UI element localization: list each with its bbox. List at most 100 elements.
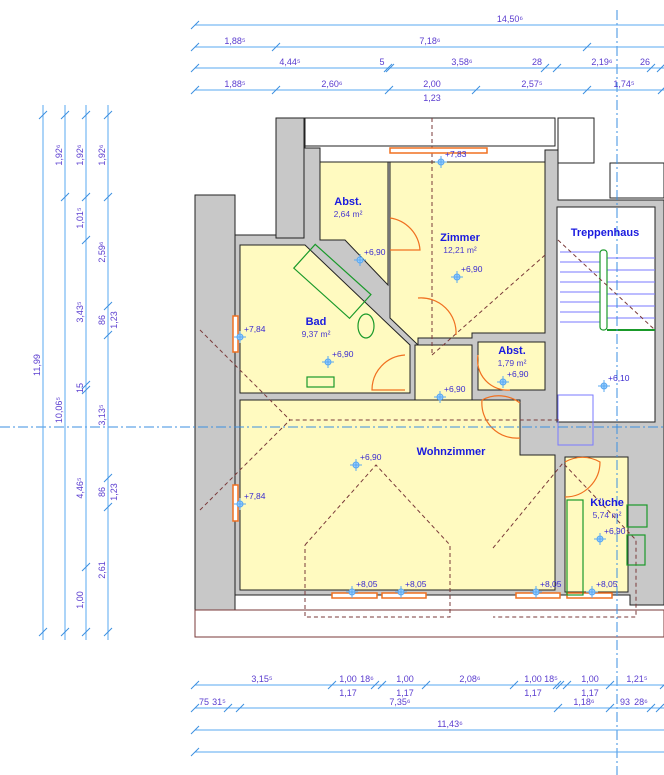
dimension-tick <box>562 680 572 690</box>
room-name: Abst. <box>498 345 526 357</box>
dimension-label: 15 <box>75 383 85 393</box>
dimension-tick <box>60 192 70 202</box>
room-name: Zimmer <box>440 232 480 244</box>
dimension-tick <box>103 627 113 637</box>
dimension-label: 1,21⁵ <box>626 674 648 684</box>
room-bad <box>239 244 411 394</box>
dimension-tick <box>81 192 91 202</box>
level-marker: +8,05 <box>395 579 427 598</box>
dimension-label: 3,15⁵ <box>251 674 273 684</box>
dimension-tick <box>509 680 519 690</box>
toilet <box>357 313 375 339</box>
dimension-tick <box>384 85 394 95</box>
dimension-tick <box>60 627 70 637</box>
level-label: +8,05 <box>596 579 618 589</box>
dimension-label: 2,08⁶ <box>459 674 481 684</box>
level-label: +6,90 <box>444 384 466 394</box>
level-label: +7,84 <box>244 324 266 334</box>
level-marker: +8,05 <box>586 579 618 598</box>
doors <box>371 217 601 498</box>
dimension-tick <box>383 63 393 73</box>
level-label: +6,10 <box>608 373 630 383</box>
room-kueche <box>564 456 629 593</box>
fixtures <box>292 243 648 596</box>
dimension-tick <box>223 703 233 713</box>
room-area: 1,79 m² <box>498 358 527 368</box>
room-abst-2 <box>477 341 546 391</box>
dimension-label: 2,61 <box>97 561 107 579</box>
level-marker: +6,90 <box>322 349 354 368</box>
counter <box>566 499 584 596</box>
dimension-label: 1,92⁶ <box>75 144 85 166</box>
room-name: Bad <box>306 316 327 328</box>
room-name: Treppenhaus <box>571 227 639 239</box>
room-name: Küche <box>590 497 624 509</box>
dimension-label: 4,46⁵ <box>75 477 85 499</box>
dimension-label: 14,50⁶ <box>497 14 524 24</box>
stairs <box>557 249 655 446</box>
level-marker: +7,84 <box>234 324 266 343</box>
dimension-tick <box>81 385 91 395</box>
dimension-tick <box>582 85 592 95</box>
dimension-tick <box>646 703 656 713</box>
dimension-label: 1,88⁵ <box>224 79 246 89</box>
dimension-tick <box>81 380 91 390</box>
level-label: +8,05 <box>356 579 378 589</box>
level-label: +8,05 <box>540 579 562 589</box>
dimension-tick <box>38 627 48 637</box>
room-name: Wohnzimmer <box>417 446 487 458</box>
room-abst-1 <box>319 161 389 287</box>
dimension-label: 75 <box>199 697 209 707</box>
level-label: +6,90 <box>332 349 354 359</box>
dimension-label: 2,59⁶ <box>97 241 107 263</box>
level-marker: +6,90 <box>451 264 483 283</box>
dimension-label: 26 <box>640 57 650 67</box>
dimension-label: 1,23 <box>109 311 119 329</box>
dimension-label: 10,06⁵ <box>54 397 64 424</box>
dimension-label: 1,88⁵ <box>224 36 246 46</box>
dimension-tick <box>582 42 592 52</box>
room-treppenhaus <box>556 206 656 423</box>
dimension-label: 28⁶ <box>634 697 648 707</box>
dimension-label: 2,57⁵ <box>521 79 543 89</box>
dimension-tick <box>38 110 48 120</box>
dimension-label: 1,00 <box>581 674 599 684</box>
dimension-label: 1,00 <box>75 591 85 609</box>
dimension-tick <box>103 301 113 311</box>
dimension-tick <box>327 680 337 690</box>
balcony <box>194 609 664 638</box>
dimension-label: 7,18⁶ <box>419 36 441 46</box>
dimension-tick <box>103 502 113 512</box>
dimension-label: 18⁶ <box>360 674 374 684</box>
dimension-label: 86 <box>97 487 107 497</box>
dimension-label: 11,43⁶ <box>437 719 463 729</box>
dimension-label: 1,23 <box>109 483 119 501</box>
level-label: +6,90 <box>507 369 529 379</box>
dimension-label: 1,92⁶ <box>97 144 107 166</box>
level-label: +6,90 <box>364 247 386 257</box>
dimension-tick <box>657 87 664 95</box>
dimension-label: 1,74⁵ <box>613 79 635 89</box>
level-marker: +6,90 <box>434 384 466 403</box>
level-label: +8,05 <box>405 579 427 589</box>
dimension-label: 3,58⁶ <box>451 57 473 67</box>
dimension-tick <box>81 627 91 637</box>
dimension-label: 3,13⁵ <box>97 404 107 426</box>
room-zimmer <box>389 161 546 347</box>
level-marker: +7,83 <box>435 149 467 168</box>
dimension-tick <box>385 63 395 73</box>
dimension-label: 86 <box>97 315 107 325</box>
dimension-tick <box>81 562 91 572</box>
dimension-tick <box>552 63 562 73</box>
level-marker: +7,84 <box>234 491 266 510</box>
dimension-label: 1,23 <box>423 93 441 103</box>
dimension-tick <box>552 680 562 690</box>
dimension-tick <box>190 703 200 713</box>
dimension-tick <box>605 680 615 690</box>
dimension-label: 5 <box>379 57 384 67</box>
dimension-tick <box>190 85 200 95</box>
dimension-label: 4,44⁵ <box>279 57 301 67</box>
room-name: Abst. <box>334 196 362 208</box>
